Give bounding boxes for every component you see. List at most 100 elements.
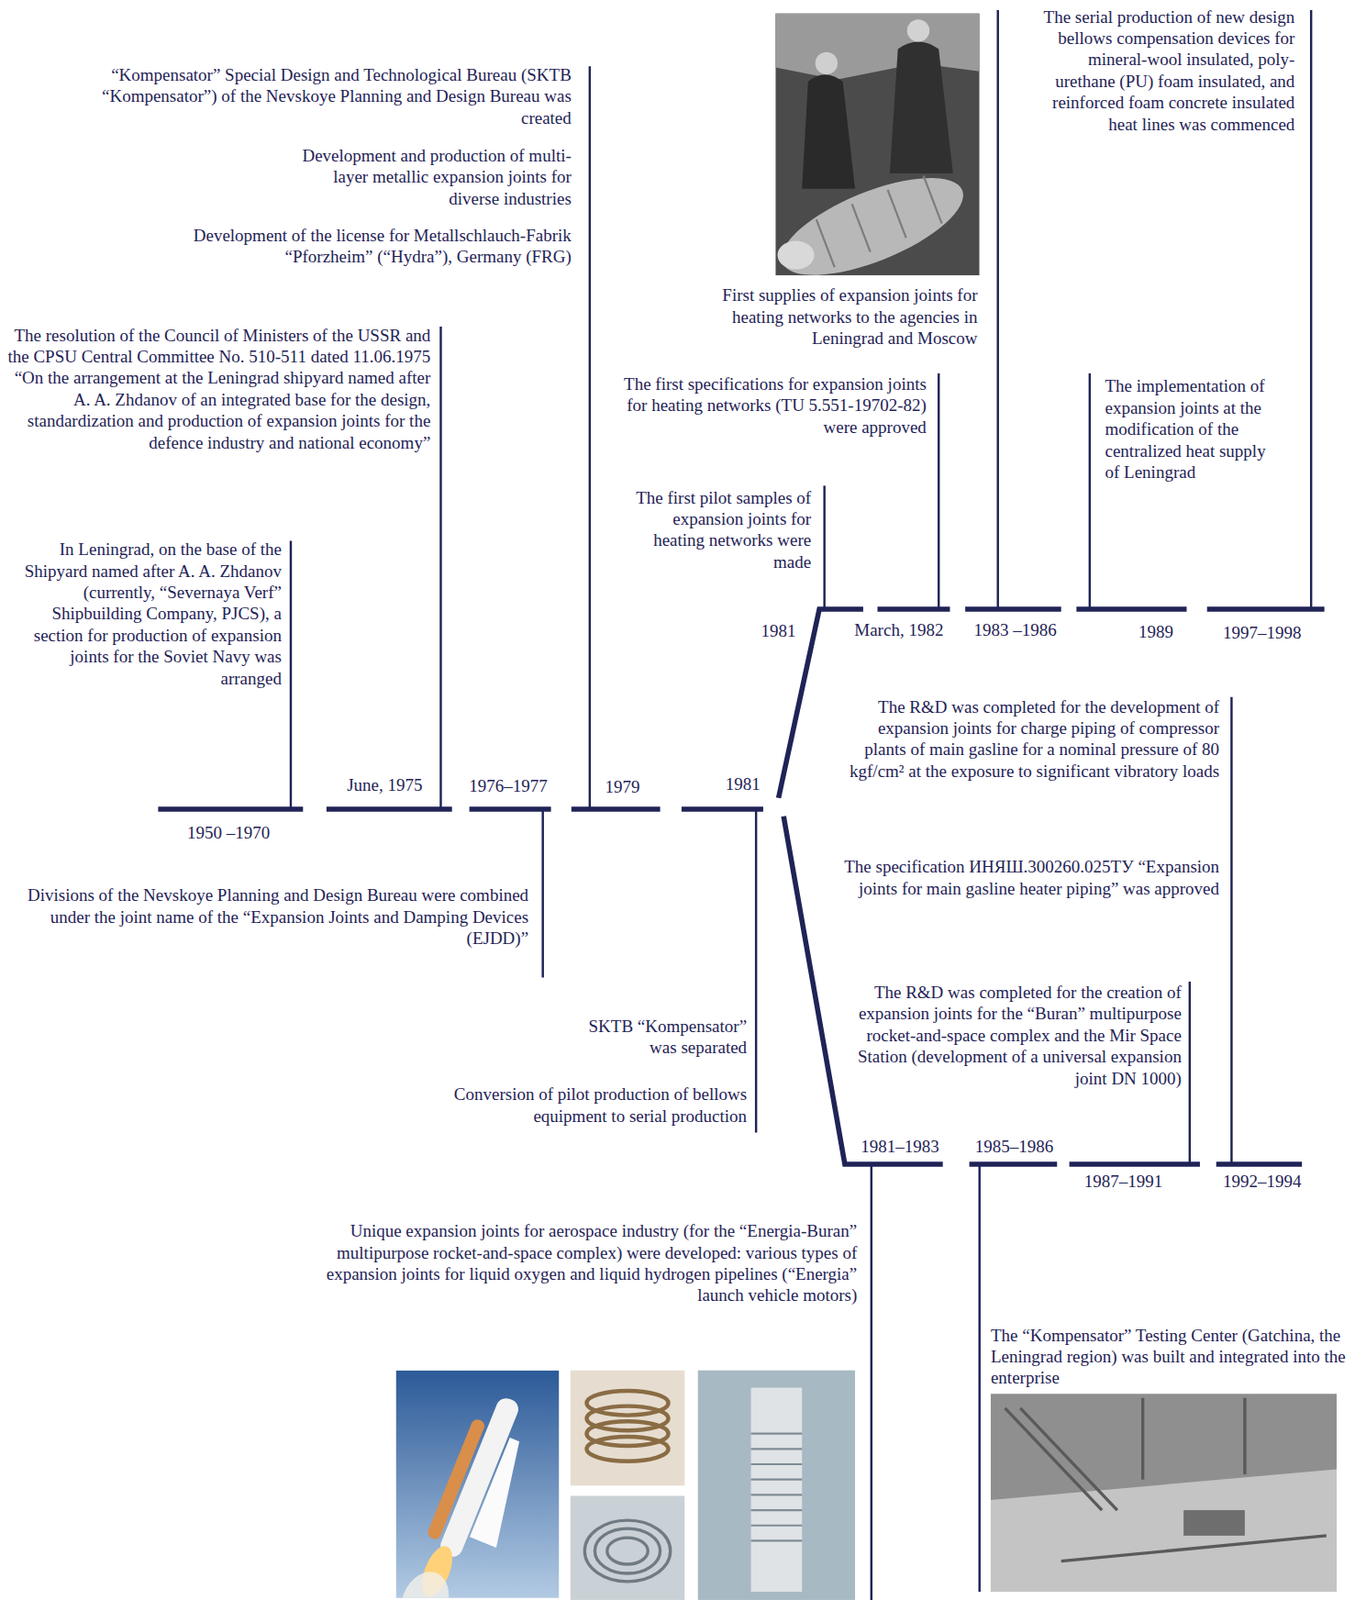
year-label: 1981 (725, 773, 761, 795)
bar-segment (469, 806, 552, 812)
worker-head (815, 52, 838, 75)
leader-line (822, 485, 825, 610)
year-label: 1987–1991 (1084, 1170, 1164, 1192)
event-note: The R&D was completed for the creation o… (838, 981, 1182, 1089)
year-label: 1981–1983 (860, 1135, 940, 1157)
hall-column (1141, 1398, 1144, 1480)
year-label: 1950 –1970 (187, 821, 270, 844)
bellows-ring (584, 1520, 670, 1582)
photo-structure (1005, 1398, 1327, 1562)
leader-line (755, 809, 757, 1133)
bellows-rings (587, 1390, 669, 1462)
joint-photo (698, 1370, 856, 1600)
event-note: SKTB “Kompensator” was separated (561, 1015, 747, 1059)
joint-rib (751, 1432, 803, 1435)
pipe-rib (816, 219, 835, 267)
worker-figure (889, 42, 954, 174)
pipe-rib (852, 203, 871, 252)
photo-background (775, 12, 979, 79)
bellows-photo (570, 1495, 686, 1600)
pipe-ribs (816, 175, 943, 267)
joint-cylinder (751, 1388, 803, 1592)
hall-column (1243, 1398, 1246, 1475)
rocket-figure (396, 1388, 551, 1599)
joint-rib (751, 1478, 803, 1481)
bar-segment (571, 806, 661, 812)
leader-line (1310, 10, 1312, 610)
event-note: Divisions of the Nevskoye Planning and D… (22, 884, 529, 949)
worker-head (907, 19, 930, 42)
bellows-photo (570, 1370, 686, 1487)
bar-segment (965, 606, 1062, 612)
pipe-rib (923, 175, 943, 223)
year-label: 1992–1994 (1222, 1170, 1302, 1192)
leader-line (1230, 697, 1233, 1165)
bellows-rings (584, 1520, 670, 1582)
bar-segment (1207, 606, 1325, 612)
bar-segment (969, 1161, 1058, 1167)
bar-segment (1069, 1161, 1200, 1167)
joint-rib (751, 1447, 803, 1450)
test-rig (1183, 1510, 1245, 1536)
year-label: 1981 (761, 620, 797, 642)
event-note: “Kompensator” Special Design and Technol… (91, 64, 572, 129)
leader-line (937, 373, 940, 610)
worker-helmet (777, 240, 814, 269)
year-label: 1979 (604, 776, 640, 798)
event-note: The first specifications for expansion j… (616, 373, 927, 438)
rocket-smoke (396, 1564, 458, 1598)
event-note: The R&D was completed for the developmen… (837, 696, 1220, 783)
leader-line (1188, 981, 1191, 1165)
year-label: 1985–1986 (975, 1135, 1055, 1157)
year-label: 1997–1998 (1222, 621, 1302, 644)
leader-line (588, 66, 591, 810)
trench-photo (775, 12, 979, 276)
bar-segment (326, 806, 453, 812)
event-note: In Leningrad, on the base of the Shipyar… (7, 538, 282, 689)
photo-floor (990, 1469, 1337, 1592)
leader-line (289, 540, 292, 810)
bellows-ring (587, 1436, 669, 1462)
orbiter-shape (469, 1437, 537, 1548)
leader-line (439, 326, 442, 810)
event-note: Conversion of pilot production of bellow… (399, 1083, 747, 1127)
leader-line (977, 1164, 980, 1592)
event-note: The implementation of expansion joints a… (1105, 375, 1281, 483)
event-note: The first pilot samples of expansion joi… (621, 487, 811, 574)
joint-rib (751, 1509, 803, 1511)
pipe-rib (888, 189, 907, 238)
year-label: 1976–1977 (468, 775, 548, 797)
event-note: The specification ИНЯШ.300260.025ТУ “Exp… (807, 855, 1220, 900)
year-label: 1983 –1986 (974, 619, 1057, 641)
joint-rib (751, 1493, 803, 1496)
joint-ribs (751, 1433, 803, 1542)
event-note: The “Kompensator” Testing Center (Gatchi… (990, 1324, 1346, 1389)
photo-sky (396, 1370, 560, 1599)
event-note: Development of the license for Metallsch… (120, 224, 572, 268)
leader-line (997, 10, 1000, 610)
event-note: First supplies of expansion joints for h… (673, 284, 978, 349)
crane-beam (1005, 1408, 1103, 1511)
bar-segment (1076, 606, 1187, 612)
leader-line (870, 1164, 873, 1600)
event-note: The serial production of new design bell… (1034, 6, 1296, 135)
event-note: Development and production of multi-laye… (291, 144, 572, 210)
worker-figure (801, 74, 856, 189)
bar-segment (1216, 1161, 1302, 1167)
joint-rib (751, 1463, 803, 1466)
testing-center-photo (990, 1393, 1337, 1592)
rocket-photo (396, 1370, 560, 1599)
joint-rib (751, 1539, 803, 1542)
leader-line (541, 809, 544, 978)
crane-beam (1020, 1408, 1118, 1511)
bellows-ring (594, 1528, 660, 1574)
year-label: 1989 (1138, 621, 1174, 643)
leader-line (1088, 373, 1091, 610)
test-pipe (1061, 1535, 1327, 1562)
event-note: The resolution of the Council of Ministe… (7, 324, 431, 454)
bar-segment (681, 806, 764, 812)
year-label: June, 1975 (346, 774, 423, 796)
joint-rib (751, 1524, 803, 1527)
bar-segment (157, 806, 303, 812)
